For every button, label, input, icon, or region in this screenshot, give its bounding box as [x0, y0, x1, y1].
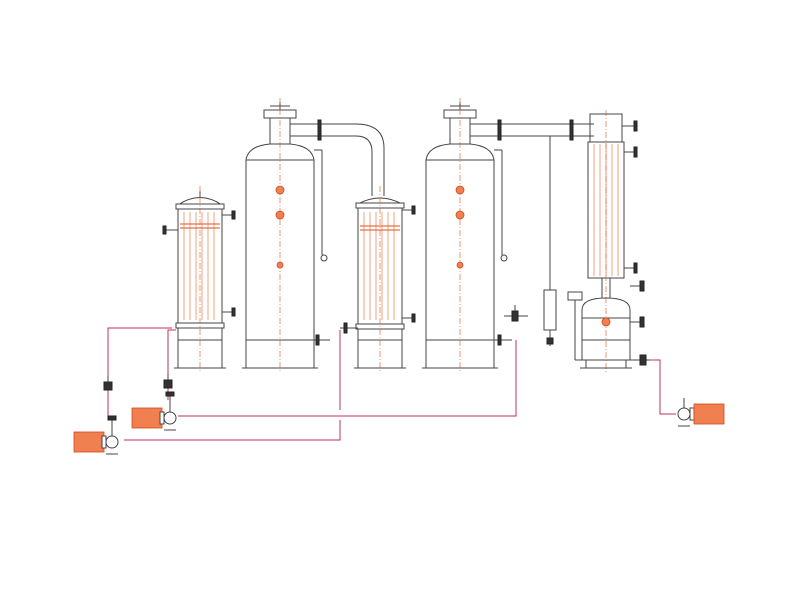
pump-1	[73, 415, 119, 455]
separator-1	[242, 98, 330, 372]
receiver	[567, 280, 650, 369]
vapour-pipe-2	[470, 119, 594, 290]
heater-2	[340, 186, 416, 372]
pump-3	[677, 398, 725, 427]
condenser	[587, 110, 638, 372]
valve-group-left	[103, 374, 173, 391]
sight-glass	[504, 289, 557, 346]
pump-2	[131, 391, 177, 431]
process-piping	[107, 327, 676, 441]
vapour-pipe-1	[290, 119, 385, 196]
heater-2-tubes	[360, 212, 400, 320]
separator-2	[422, 98, 512, 372]
heater-1	[162, 186, 236, 372]
